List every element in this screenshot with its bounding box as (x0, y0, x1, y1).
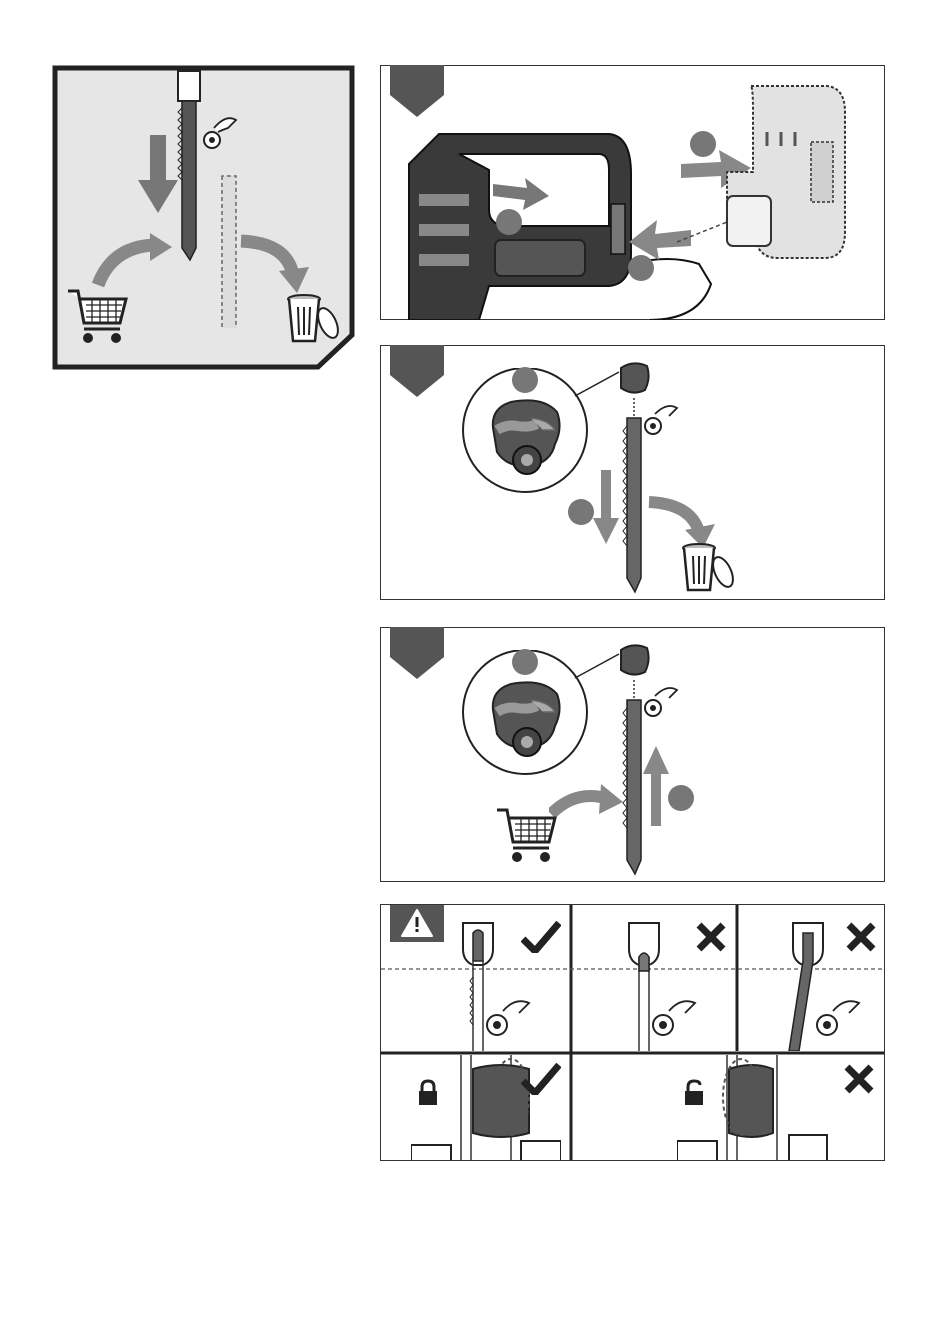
warning-icon (390, 904, 444, 942)
step-marker (495, 208, 523, 236)
battery-pack-illustration (717, 82, 852, 262)
cross-icon (695, 921, 727, 953)
down-arrow-icon (593, 470, 619, 546)
up-arrow-icon (643, 746, 669, 826)
blade-check-panel (380, 904, 885, 1161)
step-tab (390, 345, 444, 397)
step-remove-blade-panel (380, 345, 885, 600)
step-tab (390, 65, 444, 117)
cross-icon (843, 1063, 875, 1095)
curved-arrow-icon (92, 233, 172, 288)
trash-bin-icon (284, 293, 340, 345)
shopping-cart-icon (66, 287, 128, 345)
curved-arrow-icon (549, 782, 623, 818)
down-arrow-icon (138, 135, 178, 215)
shopping-cart-icon (495, 806, 557, 864)
cross-icon (845, 921, 877, 953)
overview-panel (52, 65, 355, 370)
step-remove-battery-panel (380, 65, 885, 320)
step-tab (390, 627, 444, 679)
arrow-icon (493, 174, 549, 212)
step-insert-blade-panel (380, 627, 885, 882)
clamp-knob-icon (615, 358, 655, 398)
clamp-unlocked-illustration (677, 1055, 837, 1161)
step-marker (511, 366, 539, 394)
curved-arrow-icon (647, 494, 719, 548)
step-marker (567, 498, 595, 526)
clamp-knob-icon (615, 640, 655, 680)
step-marker (667, 784, 695, 812)
curved-arrow-icon (237, 233, 312, 293)
trash-bin-icon (679, 542, 735, 594)
checkmark-icon (521, 1063, 561, 1095)
step-marker (511, 648, 539, 676)
checkmark-icon (521, 921, 561, 953)
